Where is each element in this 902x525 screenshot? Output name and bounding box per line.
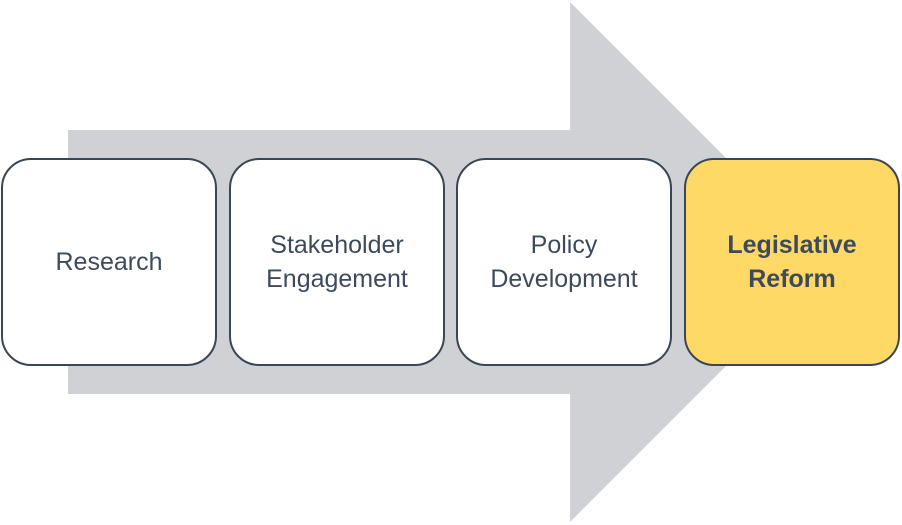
step-label: Policy Development	[490, 231, 638, 293]
step-label: Stakeholder Engagement	[266, 231, 408, 293]
step-label: Research	[55, 248, 163, 276]
step-legislative-reform: Legislative Reform	[684, 158, 900, 366]
step-policy-development: Policy Development	[456, 158, 672, 366]
step-stakeholder-engagement: Stakeholder Engagement	[229, 158, 445, 366]
step-research: Research	[1, 158, 217, 366]
arrow-shape	[68, 2, 830, 522]
step-label: Legislative Reform	[727, 231, 857, 293]
